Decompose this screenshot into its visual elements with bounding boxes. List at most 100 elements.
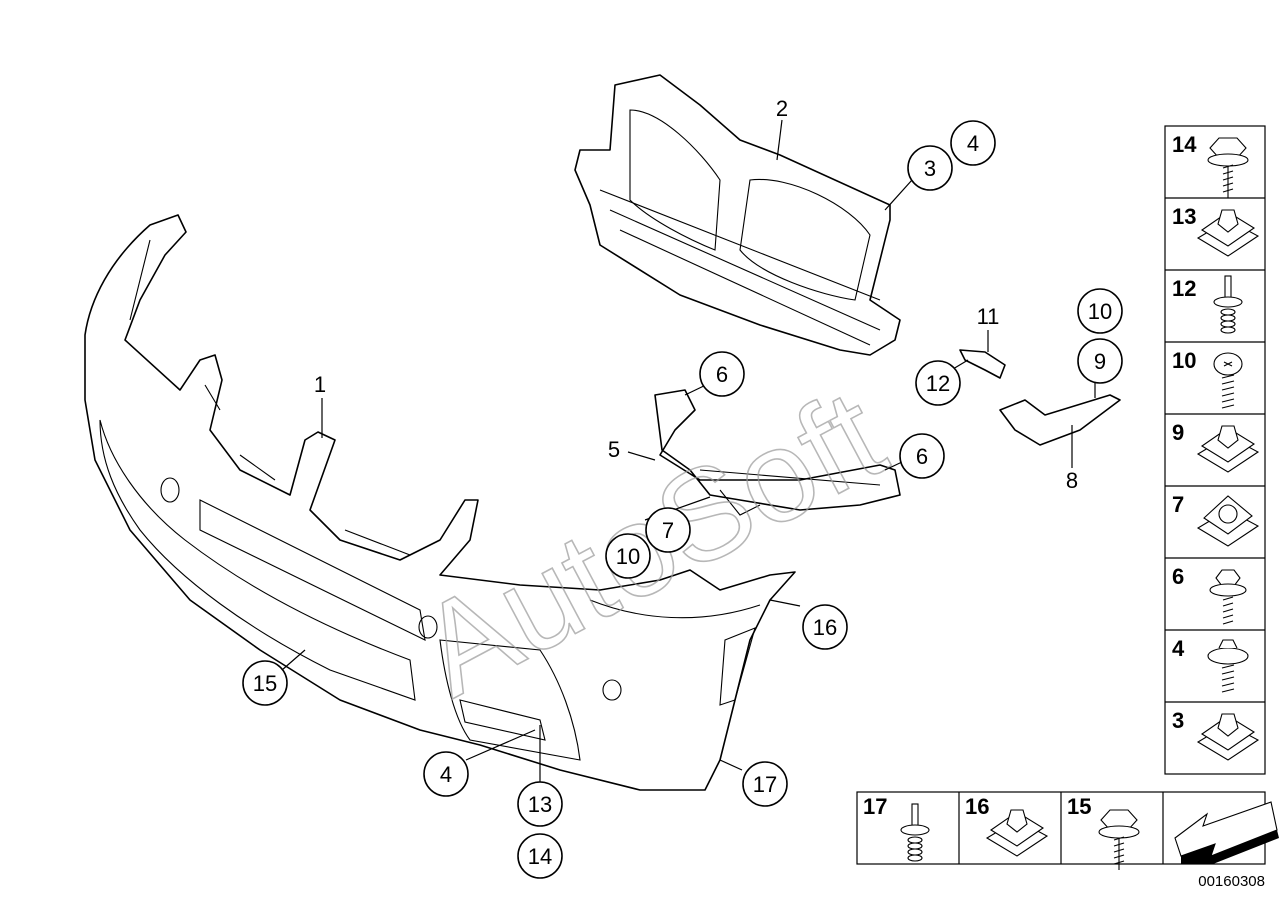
callout-circle [802,604,848,650]
legend-label: 14 [1172,132,1197,157]
legend-cell-12: 12 [1165,269,1265,334]
bumper-panel [84,214,796,791]
callout-8: 8 [1066,468,1078,493]
callout-circle [1077,288,1123,334]
legend-cell-9: 9 [1165,413,1265,473]
washer-screw-icon [1207,639,1249,693]
callout-circle [1077,338,1123,384]
clip-nut-icon [985,809,1049,857]
callout-circle [915,360,961,406]
clip-nut-icon [1196,209,1260,257]
legend-cell-7: 7 [1165,485,1265,547]
hex-bolt-icon [1207,137,1249,198]
callout-label: 11 [977,304,1000,329]
callout-3: 3 [907,145,953,191]
callout-label: 13 [528,792,552,817]
callout-12: 12 [915,360,961,406]
callout-7: 7 [645,507,691,553]
grille-carrier [574,74,901,356]
legend-cell-16: 16 [958,792,1049,864]
callout-10: 10 [1077,288,1123,334]
callout-14: 14 [517,833,563,879]
callout-label: 14 [528,844,552,869]
hex-bolt-icon [1098,809,1140,870]
callout-16: 16 [802,604,848,650]
legend-cell-4: 4 [1165,629,1265,693]
legend-right: 14 13 12 10 9 7 6 4 3 [1164,125,1266,775]
expanding-rivet-icon [900,803,930,862]
legend-label: 10 [1172,348,1196,373]
bracket-5 [654,389,901,516]
callout-circle [242,660,288,706]
callout-1: 1 [314,372,326,397]
callout-circle [645,507,691,553]
callout-2: 2 [776,96,788,121]
spring-nut-icon [1196,495,1260,547]
callout-label: 16 [813,615,837,640]
legend-label: 7 [1172,492,1184,517]
callout-4: 4 [423,751,469,797]
legend-label: 12 [1172,276,1196,301]
clip-nut-icon [1196,425,1260,473]
callout-label: 4 [967,131,979,156]
legend-label: 6 [1172,564,1184,589]
callout-circle [907,145,953,191]
callout-17: 17 [742,761,788,807]
legend-cell-13: 13 [1165,197,1265,257]
callout-13: 13 [517,781,563,827]
callout-label: 5 [608,437,620,462]
legend-cell-15: 15 [1060,792,1140,870]
callout-15: 15 [242,660,288,706]
tapping-screw-icon [1213,352,1243,409]
bracket-8 [999,394,1121,446]
callout-label: 10 [1088,299,1112,324]
callout-label: 6 [916,444,928,469]
legend-label: 4 [1172,636,1185,661]
callout-label: 12 [926,371,950,396]
legend-label: 17 [863,794,887,819]
callout-label: 4 [440,762,452,787]
legend-cell-3: 3 [1165,701,1265,761]
bracket-11 [959,349,1006,379]
callout-label: 8 [1066,468,1078,493]
callout-label: 9 [1094,349,1106,374]
legend-label: 3 [1172,708,1184,733]
legend-label: 15 [1067,794,1091,819]
callout-label: 10 [616,544,640,569]
diagram-id: 00160308 [1198,873,1265,890]
callout-label: 6 [716,362,728,387]
callout-label: 3 [924,156,936,181]
callout-6: 6 [899,433,945,479]
callout-circle [423,751,469,797]
callout-circle [605,533,651,579]
callout-6: 6 [699,351,745,397]
callout-label: 7 [662,518,674,543]
collar-screw-icon [1209,569,1247,625]
callout-circle [899,433,945,479]
callout-circle [742,761,788,807]
legend-label: 13 [1172,204,1196,229]
legend-cell-6: 6 [1165,557,1265,625]
legend-cell-14: 14 [1172,132,1249,198]
legend-cell-arrow [1162,792,1279,864]
clip-nut-icon [1196,713,1260,761]
callout-label: 17 [753,772,777,797]
legend-bottom: 17 16 15 [856,791,1279,870]
callout-label: 2 [776,96,788,121]
callout-circle [699,351,745,397]
leader-lines [281,119,1096,782]
legend-label: 16 [965,794,989,819]
callout-9: 9 [1077,338,1123,384]
callout-5: 5 [608,437,620,462]
direction-arrow-icon [1174,801,1279,864]
callout-4: 4 [950,120,996,166]
callout-circle [950,120,996,166]
legend-cell-10: 10 [1165,341,1265,409]
callout-label: 15 [253,671,277,696]
callout-label: 1 [314,372,326,397]
callout-circle [517,833,563,879]
legend-cell-17: 17 [863,794,930,862]
expanding-rivet-icon [1213,275,1243,334]
